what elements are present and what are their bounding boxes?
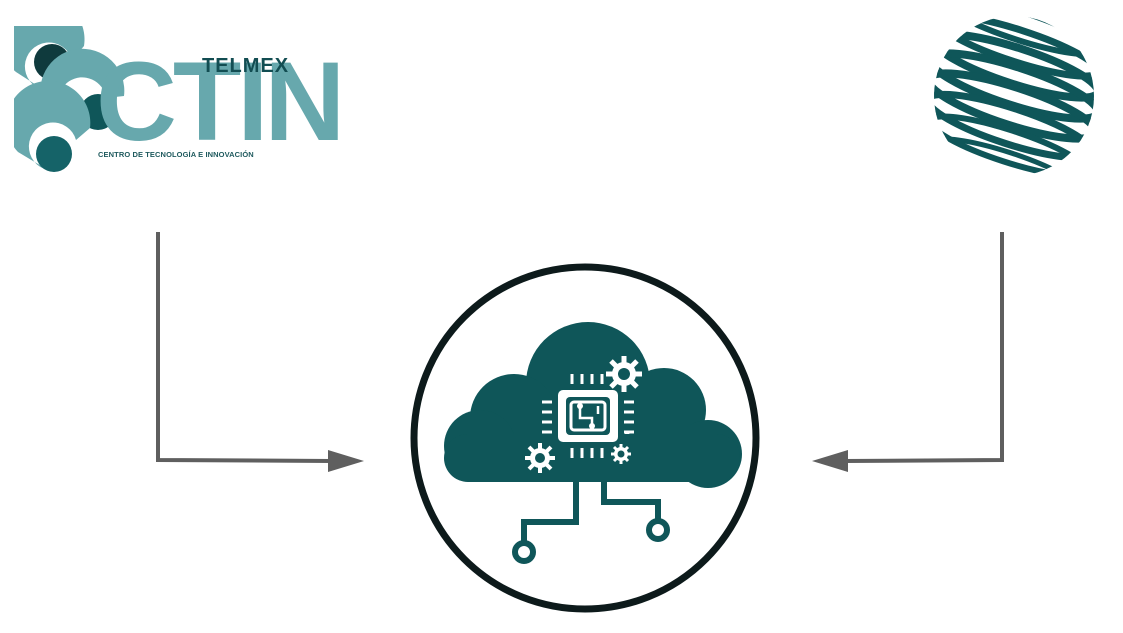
cloud-circuit-icon	[410, 263, 760, 613]
globe-logo	[928, 6, 1100, 184]
striped-globe-icon	[934, 16, 1094, 176]
ctin-tagline: CENTRO DE TECNOLOGÍA E INNOVACIÓN	[98, 150, 254, 159]
right-connector-arrow	[812, 232, 1004, 472]
gear-icon	[525, 443, 555, 473]
ctin-wordmark: CTIN	[96, 39, 345, 164]
gear-icon	[611, 444, 631, 464]
gear-icon	[606, 356, 642, 392]
ctin-logo: CTIN TELMEX CENTRO DE TECNOLOGÍA E INNOV…	[0, 0, 345, 194]
left-connector-arrow	[156, 232, 364, 472]
cloud-node	[408, 254, 762, 622]
telmex-wordmark: TELMEX	[202, 55, 290, 77]
